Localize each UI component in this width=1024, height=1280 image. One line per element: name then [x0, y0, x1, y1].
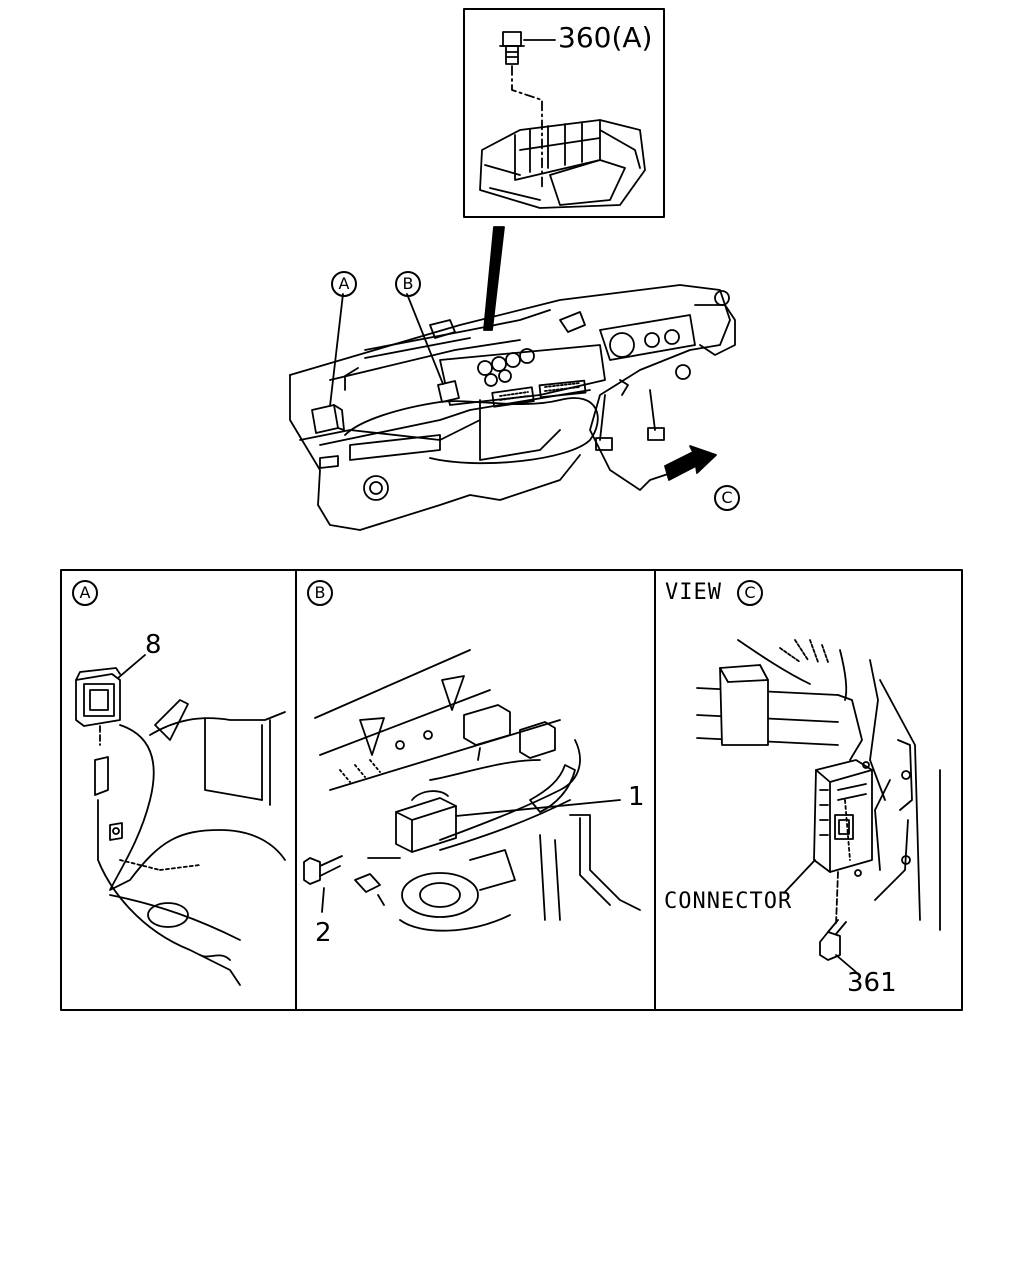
marker-a: A — [331, 271, 357, 297]
panel-a-drawing — [75, 654, 286, 986]
panel-c-view-word: VIEW — [665, 580, 722, 605]
panel-a-tag: A — [72, 580, 98, 606]
dashboard-overview — [289, 284, 736, 531]
panel-c-part-361: 361 — [847, 968, 897, 998]
panel-b-part-2: 2 — [315, 918, 332, 948]
panel-b-tag: B — [307, 580, 333, 606]
inset-pointer — [483, 226, 505, 331]
marker-b: B — [395, 271, 421, 297]
panel-c-drawing — [696, 639, 941, 973]
panel-b-drawing — [303, 649, 641, 932]
marker-c: C — [714, 485, 740, 511]
callout-360a: 360(A) — [558, 21, 653, 54]
panel-c-connector-label: CONNECTOR — [664, 889, 793, 914]
inset-detail-box — [463, 8, 665, 218]
detail-panels-frame — [60, 569, 963, 1011]
panel-c-tag: C — [737, 580, 763, 606]
panel-b-part-1: 1 — [628, 782, 645, 812]
panel-a-part-8: 8 — [145, 630, 162, 660]
